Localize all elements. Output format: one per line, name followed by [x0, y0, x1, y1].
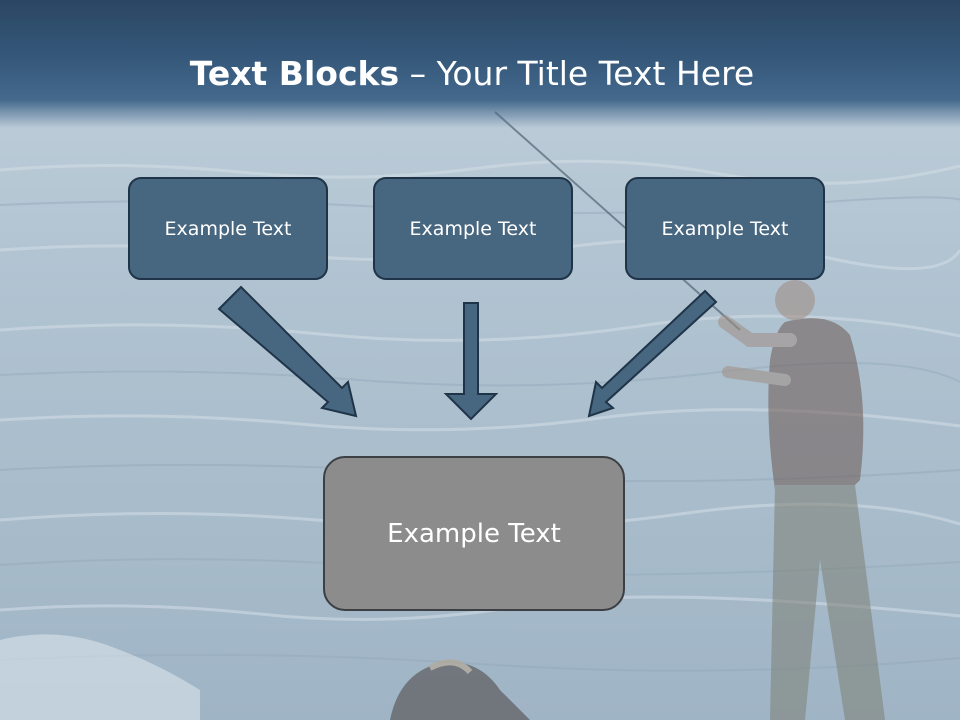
- title-separator: –: [399, 54, 437, 93]
- text-block-label: Example Text: [164, 217, 292, 240]
- arrow-down-icon: [443, 302, 499, 421]
- text-block-label: Example Text: [409, 217, 537, 240]
- title-bold-part: Text Blocks: [189, 54, 400, 93]
- text-block-label: Example Text: [661, 217, 789, 240]
- arrow-down-right-icon: [217, 285, 358, 418]
- header-band: [0, 0, 960, 128]
- text-block-left: Example Text: [128, 177, 328, 280]
- target-text-block-label: Example Text: [387, 518, 561, 549]
- arrow-down-left-icon: [587, 289, 718, 418]
- title-rest-part: Your Title Text Here: [436, 54, 755, 93]
- target-text-block: Example Text: [323, 456, 625, 611]
- slide-title: Text Blocks – Your Title Text Here: [0, 52, 944, 96]
- text-block-center: Example Text: [373, 177, 573, 280]
- text-block-right: Example Text: [625, 177, 825, 280]
